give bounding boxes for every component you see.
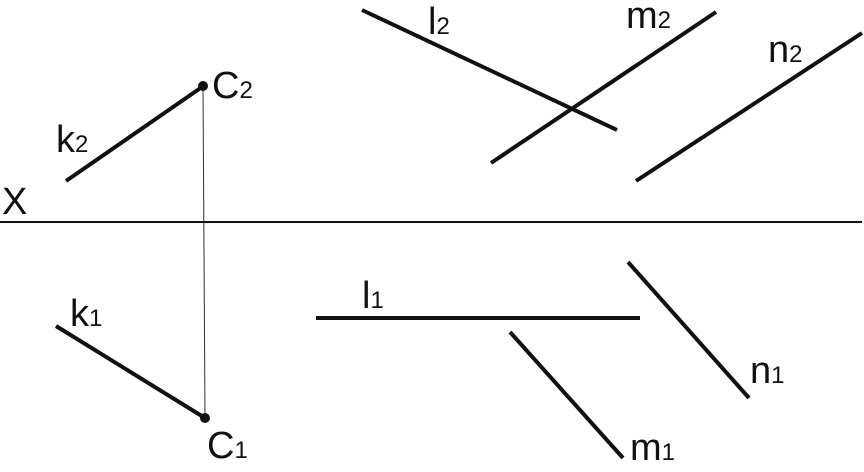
line-k2 xyxy=(64,85,204,183)
label-l1-index: 1 xyxy=(370,287,383,314)
label-k2-index: 2 xyxy=(75,131,88,158)
label-c1-index: 1 xyxy=(234,437,247,464)
label-k2-name: k xyxy=(56,119,76,161)
label-l2-name: l xyxy=(428,1,436,43)
label-k1-name: k xyxy=(70,293,90,335)
label-n1: n1 xyxy=(750,350,785,392)
projection-link-c xyxy=(202,85,206,419)
label-m1-index: 1 xyxy=(662,439,675,466)
label-l1: l1 xyxy=(362,275,384,317)
label-m1: m1 xyxy=(630,427,675,469)
line-k1 xyxy=(54,324,207,420)
line-l2 xyxy=(361,8,618,132)
label-c2: C2 xyxy=(212,65,253,107)
label-m2-index: 2 xyxy=(658,7,671,34)
label-n2: n2 xyxy=(768,29,803,71)
point-c2 xyxy=(198,81,208,91)
label-k2: k2 xyxy=(56,119,88,161)
label-n2-index: 2 xyxy=(789,41,802,68)
label-k1-index: 1 xyxy=(89,305,102,332)
label-k1: k1 xyxy=(70,293,102,335)
point-c1 xyxy=(200,413,210,423)
label-n1-index: 1 xyxy=(771,362,784,389)
label-c2-index: 2 xyxy=(239,77,252,104)
label-m2: m2 xyxy=(626,0,671,37)
label-m2-name: m xyxy=(626,0,658,37)
label-n2-name: n xyxy=(768,29,789,71)
line-n1 xyxy=(626,260,751,400)
label-l2-index: 2 xyxy=(436,13,449,40)
label-c2-name: C xyxy=(212,65,239,107)
label-l2: l2 xyxy=(428,1,450,43)
line-n2 xyxy=(634,31,864,183)
label-l1-name: l xyxy=(362,275,370,317)
line-m2 xyxy=(489,10,718,165)
label-m1-name: m xyxy=(630,427,662,469)
label-c1: C1 xyxy=(207,425,248,467)
x-axis-label: X xyxy=(2,181,27,223)
label-n1-name: n xyxy=(750,350,771,392)
label-c1-name: C xyxy=(207,425,234,467)
line-m1 xyxy=(508,330,625,460)
